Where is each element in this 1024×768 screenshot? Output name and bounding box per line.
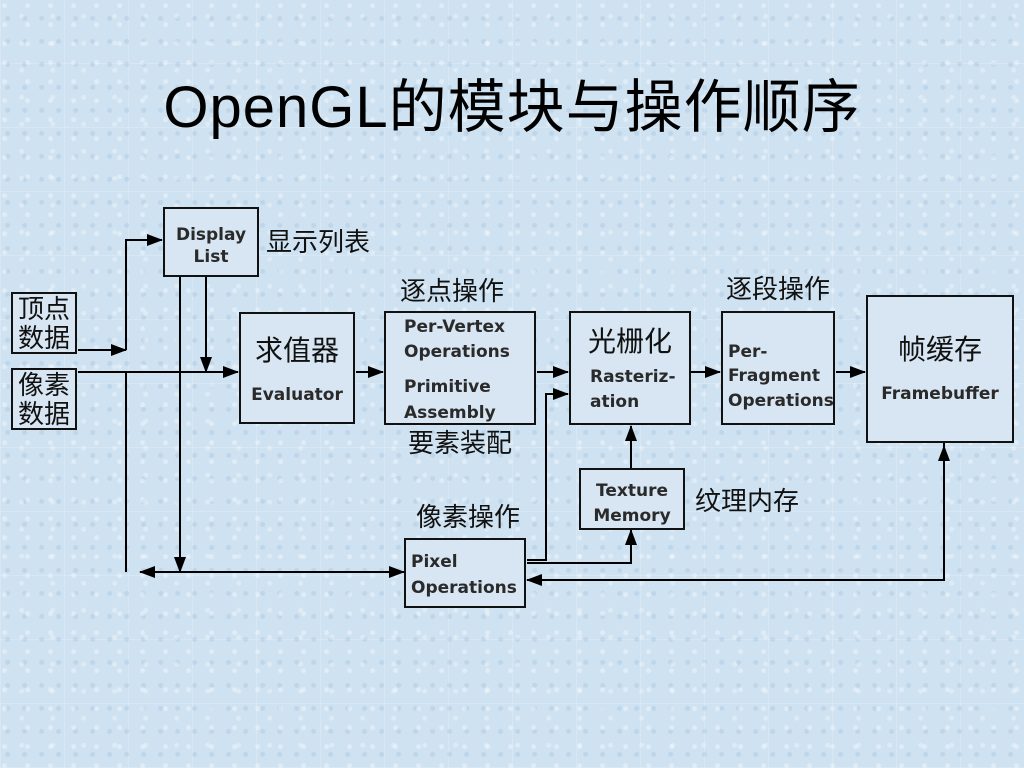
- vertex-data-label-2: 数据: [18, 324, 70, 354]
- display-list-en-2: List: [194, 247, 229, 267]
- per-fragment-box: Per- Fragment Operations: [721, 311, 835, 425]
- display-list-box: Display List: [163, 207, 259, 277]
- per-fragment-en-3: Operations: [728, 391, 834, 411]
- raster-en-2: ation: [590, 392, 639, 412]
- display-list-zh: 显示列表: [266, 228, 370, 258]
- vertex-data-label-1: 顶点: [18, 295, 70, 325]
- pixel-operations-box: Pixel Operations: [404, 538, 526, 608]
- rasterization-box: 光栅化 Rasteriz- ation: [569, 311, 691, 425]
- framebuffer-box: 帧缓存 Framebuffer: [866, 295, 1014, 443]
- display-list-en-1: Display: [176, 225, 246, 245]
- per-vertex-zh: 逐点操作: [400, 277, 504, 307]
- per-fragment-en-2: Fragment: [728, 366, 820, 386]
- per-fragment-zh: 逐段操作: [726, 275, 830, 305]
- pixelops-to-raster-arrow: [527, 388, 569, 561]
- connectors: [78, 234, 950, 586]
- vertex-data-box: 顶点 数据: [11, 292, 77, 354]
- pixelops-to-texture-arrow: [527, 529, 637, 564]
- raster-zh: 光栅化: [588, 325, 672, 358]
- per-vertex-box: Per-Vertex Operations Primitive Assembly: [384, 311, 536, 425]
- evaluator-en: Evaluator: [251, 385, 343, 405]
- pixel-ops-zh: 像素操作: [416, 503, 520, 533]
- framebuffer-en: Framebuffer: [881, 384, 999, 404]
- framebuffer-zh: 帧缓存: [898, 333, 982, 366]
- texture-en-1: Texture: [596, 481, 668, 501]
- primitive-en-2: Assembly: [404, 403, 496, 423]
- pixel-ops-en-1: Pixel: [411, 552, 458, 572]
- pixel-data-box: 像素 数据: [11, 368, 77, 430]
- pixel-data-label-1: 像素: [18, 371, 70, 401]
- slide-title: OpenGL的模块与操作顺序: [163, 75, 861, 140]
- per-vertex-en-2: Operations: [404, 342, 510, 362]
- texture-zh: 纹理内存: [695, 487, 799, 517]
- primitive-zh: 要素装配: [408, 429, 512, 459]
- evaluator-box: 求值器 Evaluator: [239, 312, 355, 424]
- per-fragment-en-1: Per-: [728, 342, 767, 362]
- raster-en-1: Rasteriz-: [590, 367, 676, 387]
- evaluator-zh: 求值器: [255, 334, 339, 367]
- pixel-ops-en-2: Operations: [411, 578, 517, 598]
- pixel-data-label-2: 数据: [18, 400, 70, 430]
- texture-en-2: Memory: [593, 506, 670, 526]
- to-display-list-arrow: [125, 234, 163, 350]
- texture-memory-box: Texture Memory: [579, 468, 685, 530]
- primitive-en-1: Primitive: [404, 377, 491, 397]
- per-vertex-en-1: Per-Vertex: [404, 317, 505, 337]
